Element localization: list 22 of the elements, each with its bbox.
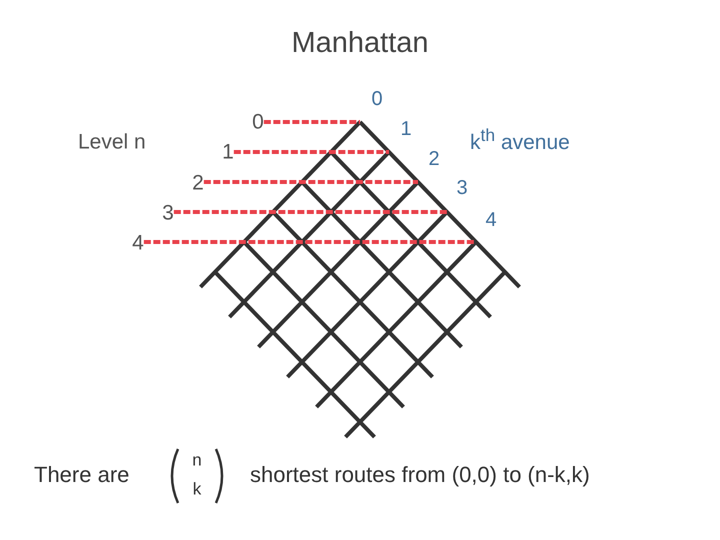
level-number: 3 — [162, 201, 174, 225]
title: Manhattan — [291, 28, 429, 60]
avenue-number: 4 — [485, 209, 497, 231]
statement-text: There are — [34, 462, 130, 488]
level-line — [264, 120, 360, 124]
level-line — [144, 240, 476, 244]
level-line — [234, 150, 389, 154]
level-line — [204, 180, 418, 184]
level-number: 1 — [222, 140, 234, 164]
binomial-bottom: k — [192, 480, 202, 500]
avenue-number: 0 — [371, 88, 383, 110]
level-line — [174, 210, 447, 214]
level-number: 4 — [132, 231, 144, 255]
statement-text: shortest routes from (0,0) to (n-k,k) — [250, 462, 590, 488]
avenue-number: 1 — [400, 118, 412, 140]
avenue-number: 3 — [456, 177, 468, 199]
axis-label: Level n — [78, 130, 146, 154]
axis-label: k$^{th}$ avenue — [470, 126, 570, 154]
level-number: 0 — [252, 110, 264, 134]
avenue-number: 2 — [428, 148, 440, 170]
level-number: 2 — [192, 171, 204, 195]
binomial-top: n — [192, 452, 202, 470]
